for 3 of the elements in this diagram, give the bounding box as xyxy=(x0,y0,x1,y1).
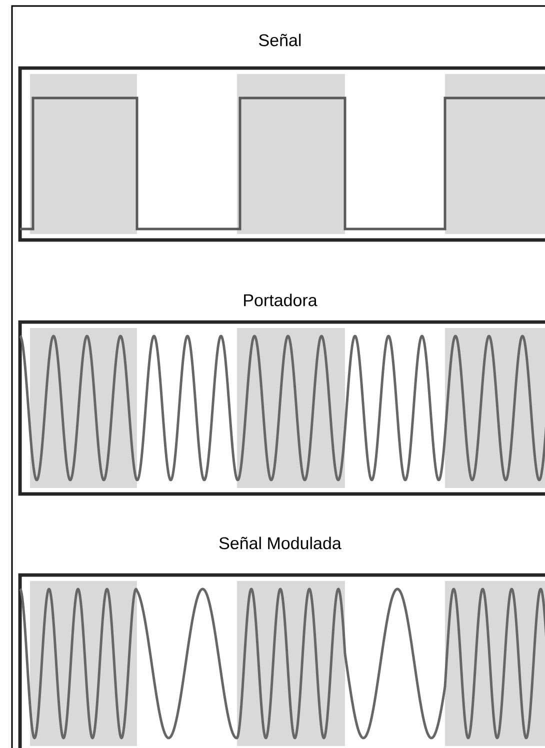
panel-title: Portadora xyxy=(244,294,318,306)
panel-title: Señal xyxy=(259,34,301,46)
panel-title: Señal Modulada xyxy=(219,536,342,550)
